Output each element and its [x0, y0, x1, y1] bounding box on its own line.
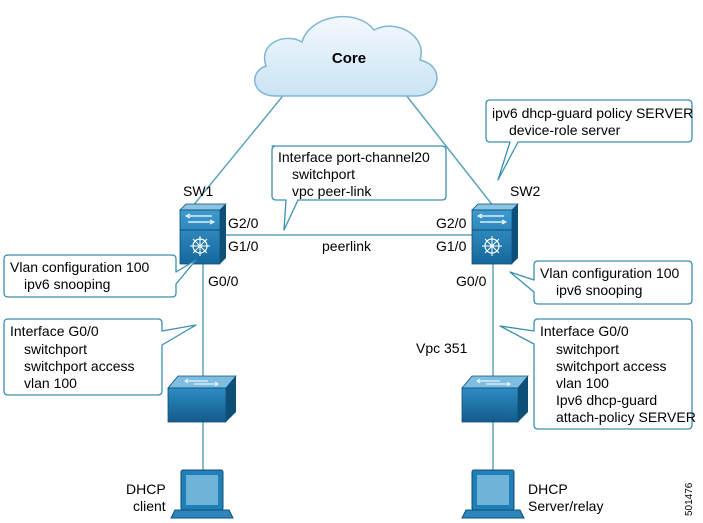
figure-id: 501476: [684, 482, 695, 516]
sw1-port-g2: G2/0: [228, 215, 259, 231]
server-label-1: DHCP: [528, 481, 568, 497]
sw2-port-g1: G1/0: [436, 238, 467, 254]
access-switch-1-icon: [167, 375, 237, 423]
peer-channel-line-3: vpc peer-link: [292, 183, 372, 199]
intf-sw1-line-1: Interface G0/0: [10, 323, 99, 339]
link-core-sw1: [191, 74, 301, 208]
vlan-sw2-line-2: ipv6 snooping: [556, 282, 642, 298]
callout-vlan-sw1: Vlan configuration 100 ipv6 snooping: [3, 254, 197, 298]
vlan-sw1-line-2: ipv6 snooping: [24, 276, 110, 292]
core-cloud-icon: [254, 16, 438, 97]
vpc-label: Vpc 351: [416, 340, 468, 356]
intf-sw2-line-3: switchport access: [556, 358, 666, 374]
vlan-sw1-line-1: Vlan configuration 100: [10, 259, 150, 275]
peerlink-label: peerlink: [322, 238, 372, 254]
intf-sw2-line-1: Interface G0/0: [540, 323, 629, 339]
callout-peer-channel: Interface port-channel20 switchport vpc …: [271, 145, 447, 231]
sw2-port-g2: G2/0: [436, 215, 467, 231]
core-label: Core: [332, 50, 366, 67]
intf-sw1-line-2: switchport: [24, 341, 87, 357]
policy-line-1: ipv6 dhcp-guard policy SERVER: [492, 105, 693, 121]
peer-channel-line-1: Interface port-channel20: [278, 149, 430, 165]
sw1-port-g0: G0/0: [208, 273, 239, 289]
sw1-name: SW1: [183, 183, 214, 199]
access-switch-2-icon: [461, 375, 529, 423]
sw1-switch-icon: [179, 203, 227, 265]
peer-channel-line-2: switchport: [292, 166, 355, 182]
sw2-name: SW2: [510, 183, 541, 199]
callout-interface-sw1: Interface G0/0 switchport switchport acc…: [3, 318, 197, 396]
callout-vlan-sw2: Vlan configuration 100 ipv6 snooping: [509, 260, 693, 305]
sw1-port-g1: G1/0: [228, 238, 259, 254]
callout-dhcp-guard-policy: ipv6 dhcp-guard policy SERVER device-rol…: [485, 99, 693, 181]
sw2-switch-icon: [471, 203, 519, 265]
policy-line-2: device-role server: [509, 122, 621, 138]
client-label-1: DHCP: [126, 481, 166, 497]
dhcp-client-laptop-icon: [170, 469, 234, 519]
intf-sw2-line-4: vlan 100: [556, 375, 609, 391]
client-label-2: client: [133, 498, 166, 514]
intf-sw1-line-3: switchport access: [24, 358, 134, 374]
callout-interface-sw2: Interface G0/0 switchport switchport acc…: [499, 318, 696, 430]
link-core-sw2: [401, 89, 495, 208]
intf-sw1-line-4: vlan 100: [24, 375, 77, 391]
intf-sw2-line-6: attach-policy SERVER: [556, 409, 696, 425]
server-label-2: Server/relay: [528, 498, 603, 514]
intf-sw2-line-2: switchport: [556, 341, 619, 357]
dhcp-server-laptop-icon: [461, 469, 525, 519]
vlan-sw2-line-1: Vlan configuration 100: [540, 265, 680, 281]
intf-sw2-line-5: Ipv6 dhcp-guard: [556, 392, 657, 408]
sw2-port-g0: G0/0: [456, 273, 487, 289]
